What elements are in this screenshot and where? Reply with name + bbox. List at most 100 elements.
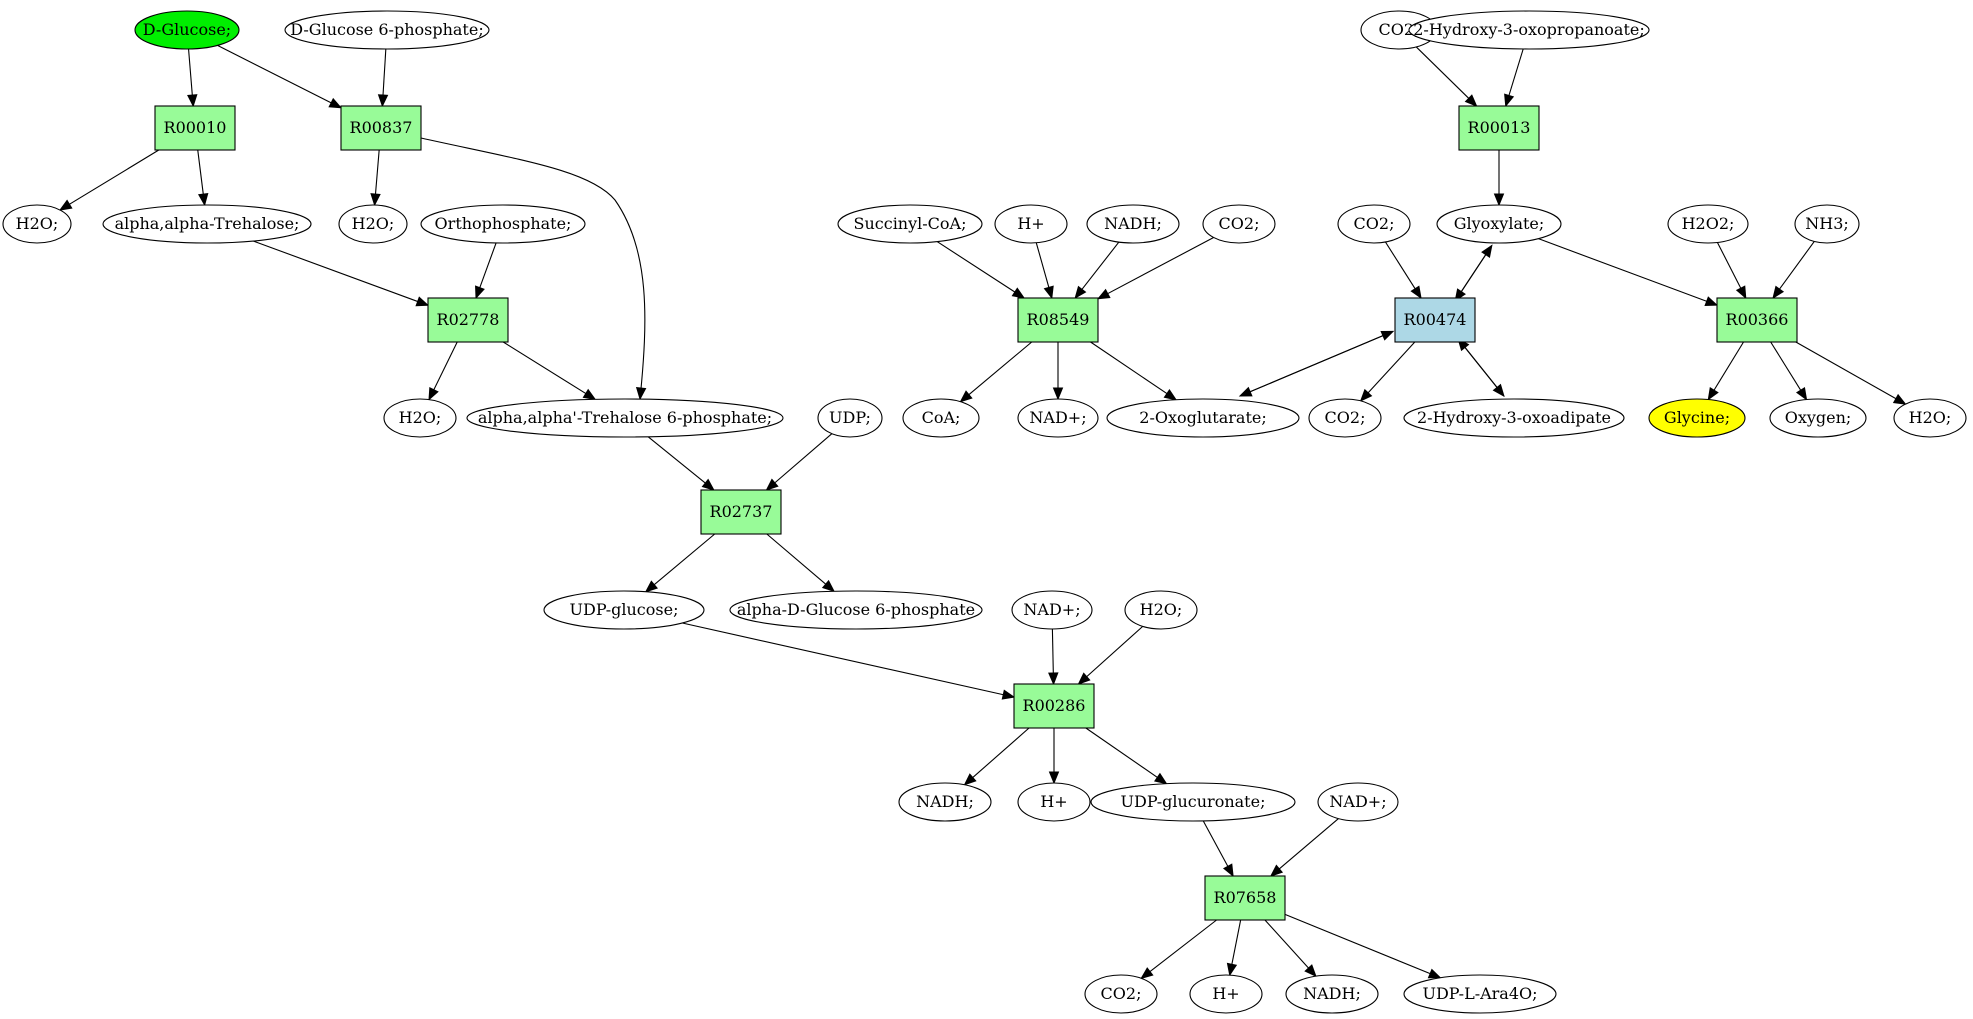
reaction-node-r07658-r07658[interactable]: R07658	[1204, 875, 1286, 921]
reaction-node-r02778-r02778[interactable]: R02778	[427, 297, 509, 343]
reaction-node-r00286-r00286[interactable]: R00286	[1013, 683, 1095, 729]
compound-node-h2o-h2o_a[interactable]: H2O;	[2, 204, 72, 244]
compound-node-nad-nadp_c[interactable]: NAD+;	[1017, 398, 1099, 438]
reaction-node-r02737-r02737[interactable]: R02737	[700, 489, 782, 535]
edge-hp_c-to-r08549	[1035, 242, 1050, 290]
edge-r00010-to-h2o_a	[67, 149, 160, 206]
compound-node-co2-co2_e[interactable]: CO2;	[1308, 398, 1382, 438]
compound-node-h2o2-h2o2[interactable]: H2O2;	[1667, 204, 1749, 244]
compound-ellipse	[338, 204, 408, 244]
compound-ellipse	[994, 204, 1068, 244]
reaction-node-r00013-r00013[interactable]: R00013	[1458, 105, 1540, 151]
edge-r02778-to-h2o_c-arrowhead	[428, 386, 439, 401]
node-label: CO2;	[1219, 214, 1260, 233]
node-label: 2-Hydroxy-3-oxopropanoate;	[1413, 20, 1645, 39]
compound-node-udp-glucose-udpglc[interactable]: UDP-glucose;	[543, 590, 705, 630]
compound-node-co2-co2_b[interactable]: CO2;	[1202, 204, 1276, 244]
compound-node-succinyl-coa-succoa[interactable]: Succinyl-CoA;	[837, 204, 983, 244]
reaction-node-r00010-r00010[interactable]: R00010	[154, 105, 236, 151]
compound-node-alpha-d-glucose-6-phosphate-ag6p[interactable]: alpha-D-Glucose 6-phosphate	[729, 590, 983, 630]
edge-h2o2-to-r00366	[1716, 242, 1743, 291]
compound-ellipse	[898, 782, 992, 822]
edge-r00366-to-oxy	[1770, 341, 1803, 393]
compound-node-coa-coa[interactable]: CoA;	[902, 398, 980, 438]
compound-node-udp-l-ara4o-udpara[interactable]: UDP-L-Ara4O;	[1403, 974, 1557, 1014]
edge-glc-to-r00010-arrowhead	[187, 94, 198, 108]
compound-node-co2-co2_d[interactable]: CO2;	[1337, 204, 1411, 244]
compound-ellipse	[420, 204, 586, 244]
compound-node-co2-co2_a[interactable]: CO2;	[1084, 974, 1158, 1014]
edge-r07658-to-udpara-arrowhead	[1427, 968, 1442, 979]
compound-node-h2o-h2o_e[interactable]: H2O;	[1893, 398, 1967, 438]
compound-node-nh3-nh3[interactable]: NH3;	[1794, 204, 1860, 244]
edge-r00837-to-t6p-arrowhead	[635, 387, 647, 401]
node-label: CoA;	[922, 408, 961, 427]
node-label: R00010	[164, 118, 227, 137]
compound-node-alpha-alpha-trehalose-treh[interactable]: alpha,alpha-Trehalose;	[102, 204, 312, 244]
edge-treh-to-r02778-arrowhead	[415, 296, 430, 307]
edge-r00286-to-udpgla-arrowhead	[1153, 772, 1168, 785]
compound-ellipse	[1794, 204, 1860, 244]
reaction-node-r00366-r00366[interactable]: R00366	[1716, 297, 1798, 343]
compound-node-glycine-gly[interactable]: Glycine;	[1648, 398, 1746, 438]
node-label: R00837	[350, 118, 413, 137]
node-label: R00474	[1404, 310, 1467, 329]
node-label: H+	[1212, 984, 1239, 1003]
reaction-node-r00837-r00837[interactable]: R00837	[340, 105, 422, 151]
edge-r08549-to-coa-arrowhead	[959, 390, 973, 403]
compound-node-alpha-alpha-trehalose-6-phosphate-t6p[interactable]: alpha,alpha'-Trehalose 6-phosphate;	[466, 398, 784, 438]
compound-ellipse	[1084, 974, 1158, 1014]
compound-ellipse	[1403, 974, 1557, 1014]
node-label: 2-Oxoglutarate;	[1139, 408, 1266, 427]
node-label: H2O;	[1140, 600, 1183, 619]
edge-hp_c-to-r08549-arrowhead	[1043, 285, 1054, 300]
compound-ellipse	[837, 204, 983, 244]
reaction-box	[1204, 875, 1286, 921]
compound-ellipse	[1011, 590, 1093, 630]
node-label: UDP;	[829, 408, 871, 427]
compound-node-orthophosphate-pi[interactable]: Orthophosphate;	[420, 204, 586, 244]
compound-ellipse	[1202, 204, 1276, 244]
node-label: Glycine;	[1664, 408, 1730, 427]
reaction-node-r08549-r08549[interactable]: R08549	[1017, 297, 1099, 343]
compound-node-nad-nadp_a[interactable]: NAD+;	[1011, 590, 1093, 630]
compound-node-nadh-nadh_a[interactable]: NADH;	[898, 782, 992, 822]
node-label: CO2;	[1325, 408, 1366, 427]
compound-node-h2o-h2o_b[interactable]: H2O;	[338, 204, 408, 244]
compound-node-2-hydroxy-3-oxopropanoate-hop[interactable]: 2-Hydroxy-3-oxopropanoate;	[1408, 10, 1650, 50]
edge-hop-to-r00013-arrowhead	[1504, 93, 1515, 108]
reaction-box	[1394, 297, 1476, 343]
compound-node-h-hp_a[interactable]: H+	[1017, 782, 1091, 822]
compound-node-nad-nadp_b[interactable]: NAD+;	[1317, 782, 1399, 822]
compound-node-d-glucose-glc[interactable]: D-Glucose;	[134, 10, 240, 50]
edge-r02778-to-t6p-arrowhead	[582, 388, 597, 401]
edge-nadp_a-to-r00286-arrowhead	[1048, 672, 1059, 686]
edge-glc-to-r00837-arrowhead	[328, 97, 343, 109]
compound-node-nadh-nadh_b[interactable]: NADH;	[1285, 974, 1379, 1014]
reaction-node-r00474-r00474[interactable]: R00474	[1394, 297, 1476, 343]
compound-node-h-hp_c[interactable]: H+	[994, 204, 1068, 244]
compound-ellipse	[1086, 204, 1180, 244]
compound-node-co2-co2_c[interactable]: CO2;	[1360, 10, 1438, 50]
node-label: alpha-D-Glucose 6-phosphate	[737, 600, 975, 619]
compound-node-2-oxoglutarate-oxog[interactable]: 2-Oxoglutarate;	[1106, 398, 1300, 438]
node-label: H2O;	[352, 214, 395, 233]
compound-node-h-hp_b[interactable]: H+	[1189, 974, 1263, 1014]
compound-ellipse	[1189, 974, 1263, 1014]
node-label: CO2;	[1354, 214, 1395, 233]
compound-node-glyoxylate-glyox[interactable]: Glyoxylate;	[1436, 204, 1562, 244]
compound-node-d-glucose-6-phosphate-g6p[interactable]: D-Glucose 6-phosphate;	[284, 10, 490, 50]
compound-node-nadh-nadh_c[interactable]: NADH;	[1086, 204, 1180, 244]
compound-node-2-hydroxy-3-oxoadipate-hoa[interactable]: 2-Hydroxy-3-oxoadipate	[1403, 398, 1625, 438]
compound-node-udp-glucuronate-udpgla[interactable]: UDP-glucuronate;	[1090, 782, 1296, 822]
compound-node-h2o-h2o_c[interactable]: H2O;	[383, 398, 457, 438]
reaction-box	[700, 489, 782, 535]
compound-node-h2o-h2o_d[interactable]: H2O;	[1124, 590, 1198, 630]
edge-r00286-to-nadh_a-arrowhead	[963, 773, 977, 786]
compound-node-udp-udp[interactable]: UDP;	[817, 398, 883, 438]
edge-t6p-to-r02737-arrowhead	[701, 478, 715, 491]
compound-node-oxygen-oxy[interactable]: Oxygen;	[1769, 398, 1867, 438]
reaction-box	[154, 105, 236, 151]
edge-pi-to-r02778	[478, 242, 497, 290]
node-label: H+	[1040, 792, 1067, 811]
